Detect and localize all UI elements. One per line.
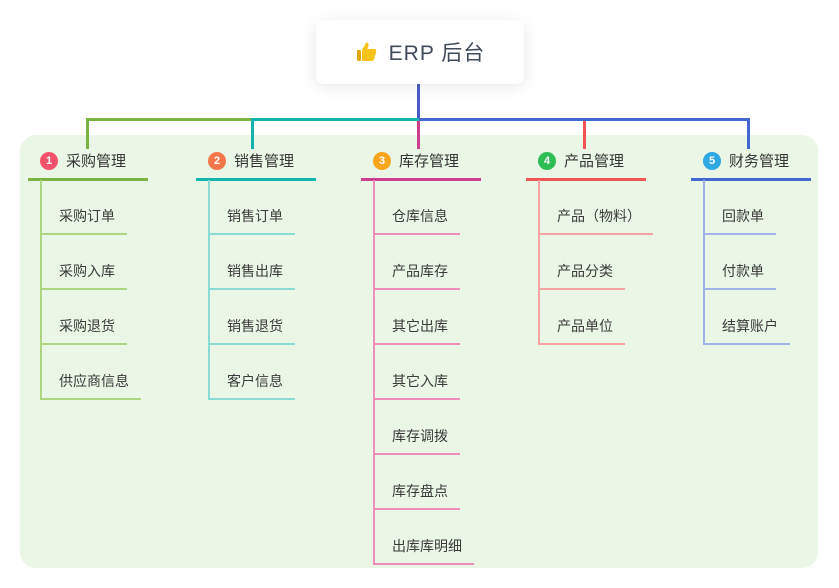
leaf-node: 销售退货 <box>210 290 295 345</box>
leaf-node: 采购入库 <box>42 235 141 290</box>
leaf-node: 产品分类 <box>540 235 653 290</box>
branch-header[interactable]: 4 产品管理 <box>526 148 646 181</box>
root-node[interactable]: ERP 后台 <box>316 20 524 84</box>
leaf-label[interactable]: 回款单 <box>705 206 776 235</box>
main-connector-mid <box>251 118 419 121</box>
leaf-node: 产品（物料） <box>540 180 653 235</box>
leaf-node: 其它出库 <box>375 290 474 345</box>
leaf-node: 销售出库 <box>210 235 295 290</box>
branch-items: 仓库信息 产品库存 其它出库 其它入库 库存调拨 库存盘点 出库库明细 <box>373 180 474 565</box>
branch-items: 回款单 付款单 结算账户 <box>703 180 790 345</box>
leaf-node: 出库库明细 <box>375 510 474 565</box>
leaf-label[interactable]: 采购订单 <box>42 206 127 235</box>
leaf-label[interactable]: 付款单 <box>705 261 776 290</box>
thumbs-up-icon <box>355 40 379 64</box>
branch-label: 销售管理 <box>234 153 295 170</box>
leaf-node: 客户信息 <box>210 345 295 400</box>
leaf-label[interactable]: 出库库明细 <box>375 536 474 565</box>
branch-index-badge: 2 <box>208 151 226 170</box>
branch-drop-connector <box>251 121 254 149</box>
leaf-node: 采购订单 <box>42 180 141 235</box>
branches-panel <box>20 135 818 568</box>
branch-node-5: 5 财务管理 回款单 付款单 结算账户 <box>691 148 811 345</box>
leaf-node: 付款单 <box>705 235 790 290</box>
leaf-node: 供应商信息 <box>42 345 141 400</box>
branch-label: 财务管理 <box>729 153 790 170</box>
leaf-label[interactable]: 产品单位 <box>540 316 625 345</box>
branch-header[interactable]: 3 库存管理 <box>361 148 481 181</box>
branch-node-3: 3 库存管理 仓库信息 产品库存 其它出库 其它入库 库存调拨 库存盘点 出库库… <box>361 148 481 565</box>
leaf-label[interactable]: 采购入库 <box>42 261 127 290</box>
leaf-label[interactable]: 产品库存 <box>375 261 460 290</box>
leaf-label[interactable]: 产品分类 <box>540 261 625 290</box>
branch-index-badge: 5 <box>703 151 721 170</box>
branch-header[interactable]: 1 采购管理 <box>28 148 148 181</box>
leaf-node: 采购退货 <box>42 290 141 345</box>
branch-index-badge: 1 <box>40 151 58 170</box>
leaf-node: 仓库信息 <box>375 180 474 235</box>
leaf-label[interactable]: 销售出库 <box>210 261 295 290</box>
branch-label: 采购管理 <box>66 153 127 170</box>
main-connector-left <box>86 118 252 121</box>
leaf-node: 产品单位 <box>540 290 653 345</box>
branch-items: 产品（物料） 产品分类 产品单位 <box>538 180 653 345</box>
leaf-node: 其它入库 <box>375 345 474 400</box>
leaf-label[interactable]: 库存盘点 <box>375 481 460 510</box>
branch-index-badge: 4 <box>538 151 556 170</box>
branch-label: 库存管理 <box>399 153 460 170</box>
leaf-label[interactable]: 销售退货 <box>210 316 295 345</box>
branch-drop-connector <box>583 121 586 149</box>
leaf-label[interactable]: 产品（物料） <box>540 206 653 235</box>
leaf-label[interactable]: 其它入库 <box>375 371 460 400</box>
leaf-label[interactable]: 采购退货 <box>42 316 127 345</box>
branch-node-2: 2 销售管理 销售订单 销售出库 销售退货 客户信息 <box>196 148 316 400</box>
branch-node-4: 4 产品管理 产品（物料） 产品分类 产品单位 <box>526 148 653 345</box>
root-title: ERP 后台 <box>388 42 486 65</box>
leaf-node: 库存调拨 <box>375 400 474 455</box>
leaf-label[interactable]: 仓库信息 <box>375 206 460 235</box>
leaf-node: 回款单 <box>705 180 790 235</box>
branch-label: 产品管理 <box>564 153 625 170</box>
leaf-node: 销售订单 <box>210 180 295 235</box>
leaf-node: 结算账户 <box>705 290 790 345</box>
branch-header[interactable]: 2 销售管理 <box>196 148 316 181</box>
leaf-label[interactable]: 结算账户 <box>705 316 790 345</box>
leaf-label[interactable]: 客户信息 <box>210 371 295 400</box>
leaf-label[interactable]: 库存调拨 <box>375 426 460 455</box>
branch-node-1: 1 采购管理 采购订单 采购入库 采购退货 供应商信息 <box>28 148 148 400</box>
root-stem-connector <box>417 84 420 118</box>
branch-index-badge: 3 <box>373 151 391 170</box>
leaf-node: 库存盘点 <box>375 455 474 510</box>
leaf-label[interactable]: 其它出库 <box>375 316 460 345</box>
leaf-label[interactable]: 供应商信息 <box>42 371 141 400</box>
branch-drop-connector <box>747 121 750 149</box>
branch-drop-connector <box>86 121 89 149</box>
branch-drop-connector <box>417 121 420 149</box>
main-connector-right <box>419 118 750 121</box>
leaf-node: 产品库存 <box>375 235 474 290</box>
branch-header[interactable]: 5 财务管理 <box>691 148 811 181</box>
branch-items: 采购订单 采购入库 采购退货 供应商信息 <box>40 180 141 400</box>
leaf-label[interactable]: 销售订单 <box>210 206 295 235</box>
branch-items: 销售订单 销售出库 销售退货 客户信息 <box>208 180 295 400</box>
